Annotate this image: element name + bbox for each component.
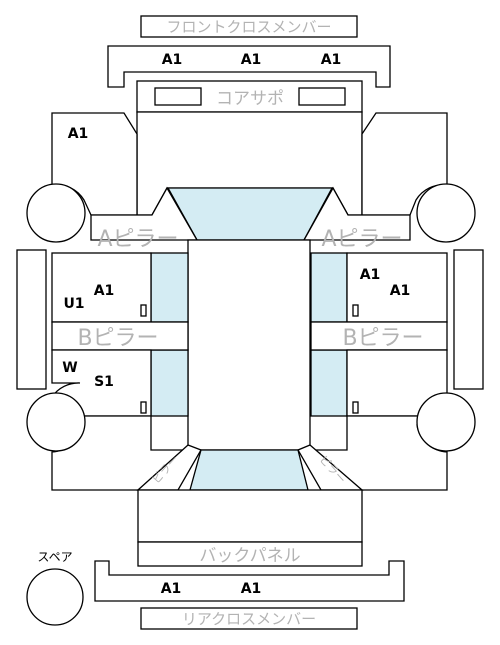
right-headlight [298,87,346,106]
left-front-door-handle [140,304,147,317]
right-b-pillar-text: Bピラー [342,326,423,351]
right-side-sill [453,249,484,390]
front-left-fender-code: A1 [68,126,89,142]
front-cross-code-3: A1 [321,52,342,68]
left-side-sill [16,249,47,390]
right-b-pillar [310,321,448,351]
front-left-door-code-2: U1 [63,296,84,312]
left-rear-window [150,349,189,417]
front-cross-code-1: A1 [162,52,183,68]
left-b-pillar-text: Bピラー [77,326,158,351]
front-left-door-code-1: A1 [94,283,115,299]
spare-label: スペア [37,550,72,564]
rear-cross-member-text: リアクロスメンバー [182,610,316,628]
back-panel-text: バックパネル [199,546,300,566]
front-right-door-code-1: A1 [360,267,381,283]
back-panel [137,541,363,567]
right-front-window [310,252,348,323]
front-right-wheel [416,183,476,243]
rear-cross-member-label: リアクロスメンバー [140,607,358,630]
left-a-pillar [90,186,199,241]
spare-tire [26,568,84,626]
front-cross-member-text: フロントクロスメンバー [166,18,331,36]
trunk [137,489,363,543]
right-front-door [346,252,448,323]
rear-left-wheel [26,392,86,452]
right-a-pillar [302,186,411,241]
front-left-wheel [26,183,86,243]
rear-cross-code-2: A1 [241,581,262,597]
core-support-text: コアサポ [216,89,284,109]
rear-cross-code-1: A1 [161,581,182,597]
rear-left-door-code-2: S1 [94,374,114,390]
rear-cross-member-bracket [94,560,405,602]
right-rear-door-handle [352,401,359,414]
right-front-door-handle [352,304,359,317]
front-right-door-code-2: A1 [390,283,411,299]
front-cross-code-2: A1 [241,52,262,68]
rear-right-wheel [416,392,476,452]
rear-window [189,449,309,491]
left-front-window [150,252,189,323]
core-support: コアサポ [136,80,363,113]
rear-left-door-code-1: W [62,360,77,376]
right-a-pillar-text: Aピラー [321,227,402,252]
left-rear-door-handle [140,401,147,414]
front-cross-member-bracket [107,45,391,88]
left-a-pillar-text: Aピラー [97,227,178,252]
front-cross-member-label: フロントクロスメンバー [140,15,358,38]
roof [187,239,311,451]
right-rear-window [310,349,348,417]
left-headlight [154,87,202,106]
